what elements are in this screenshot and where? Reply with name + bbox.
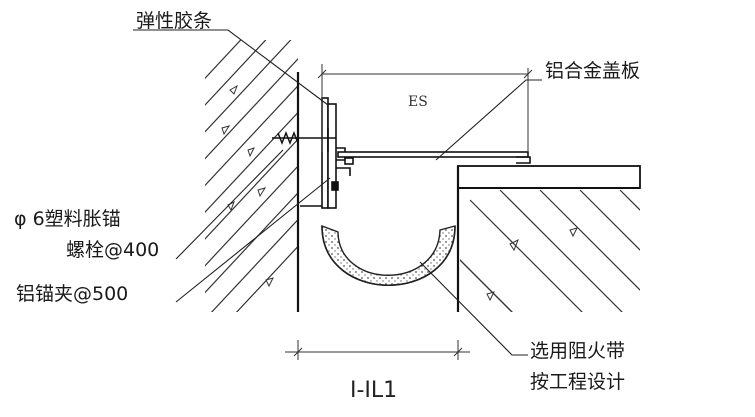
label-aluminum-clip: 铝锚夹@500 [16, 283, 129, 305]
section-title: I-IL1 [350, 378, 398, 403]
leader-lines [133, 29, 542, 356]
es-dimension-label: ES [408, 94, 428, 110]
right-slab-top [457, 165, 641, 189]
label-aluminum-cover: 铝合金盖板 [545, 60, 641, 82]
aluminum-profile [300, 97, 351, 209]
right-wall-hatch [460, 189, 640, 312]
bottom-dimension [285, 340, 470, 360]
right-wall-aggregate [486, 227, 578, 302]
label-anchor-bolt-line1: φ 6塑料胀锚 [14, 208, 121, 230]
fire-barrier [321, 224, 456, 286]
es-dimension [317, 64, 533, 152]
label-fire-barrier-line2: 按工程设计 [530, 371, 626, 393]
label-elastic-strip: 弹性胶条 [136, 10, 213, 32]
label-fire-barrier-line1: 选用阻火带 [530, 340, 626, 362]
cover-plate [337, 151, 531, 165]
label-anchor-bolt-line2: 螺栓@400 [66, 239, 160, 261]
anchor-bolt [272, 128, 336, 152]
